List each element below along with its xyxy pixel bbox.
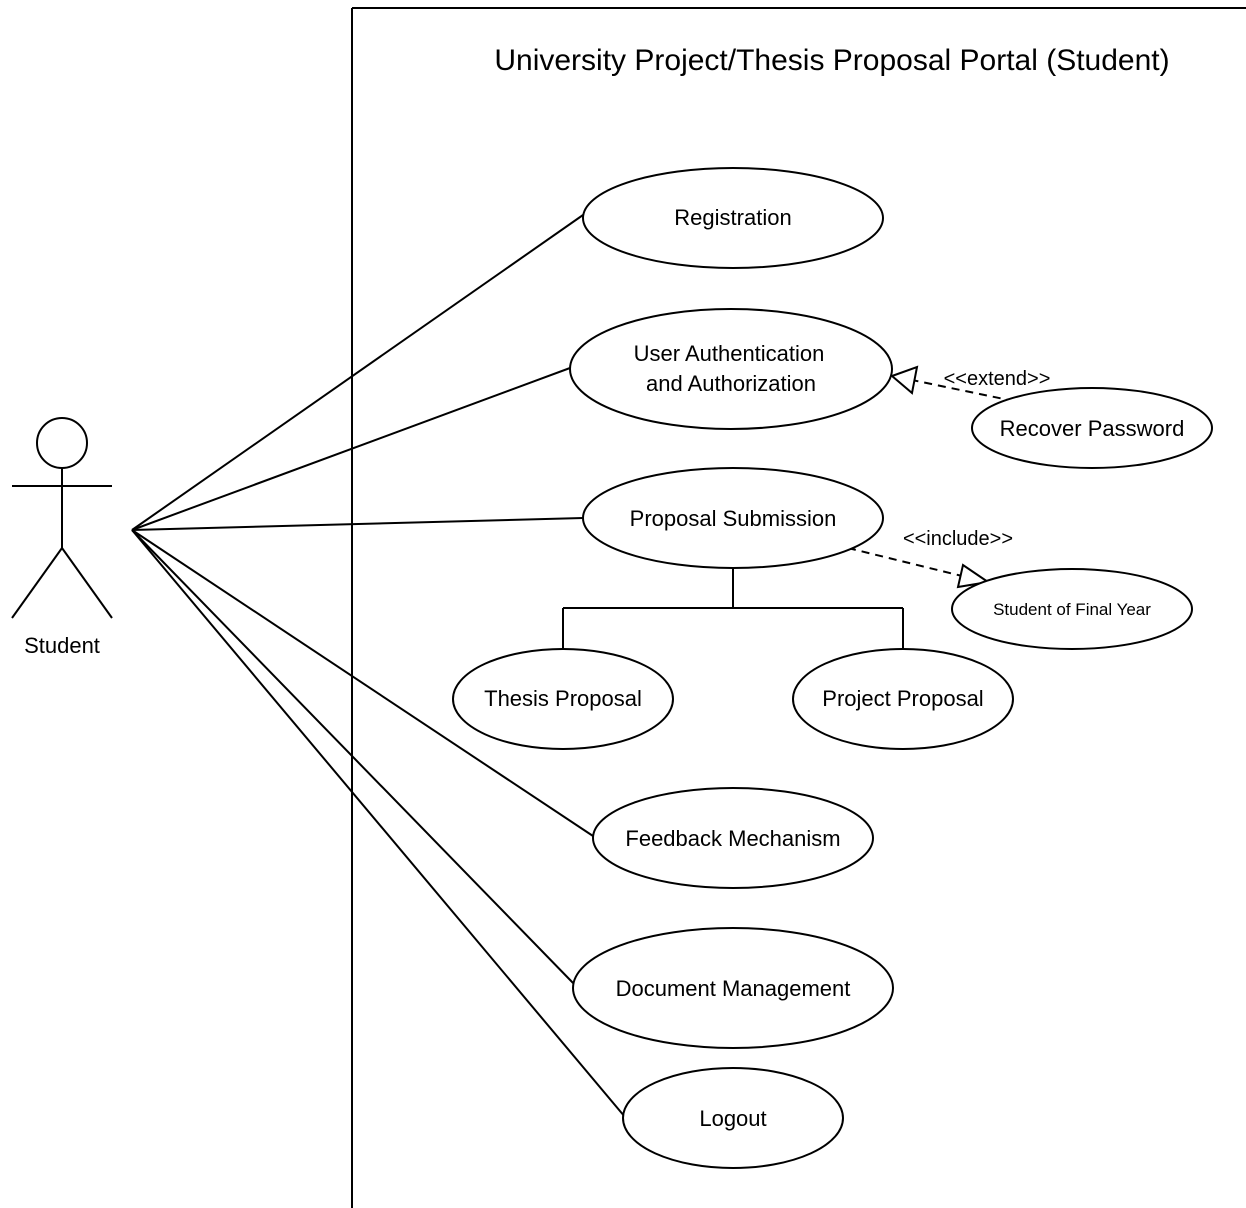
assoc-authentication — [131, 367, 571, 531]
actor-left-leg — [11, 547, 63, 619]
use-case-recover-password[interactable]: Recover Password — [971, 387, 1213, 469]
associations — [131, 214, 626, 1118]
use-case-student-final-year[interactable]: Student of Final Year — [951, 568, 1193, 650]
include-label: <<include>> — [903, 528, 1013, 550]
authentication-label-line2: and Authorization — [646, 371, 816, 396]
feedback-mechanism-label: Feedback Mechanism — [625, 826, 840, 851]
extend-label: <<extend>> — [944, 368, 1051, 390]
assoc-document-management — [131, 529, 576, 986]
use-case-proposal-submission[interactable]: Proposal Submission — [582, 467, 884, 569]
include-relation — [847, 547, 991, 589]
use-case-thesis-proposal[interactable]: Thesis Proposal — [452, 648, 674, 750]
assoc-feedback — [131, 529, 597, 839]
proposal-submission-label: Proposal Submission — [630, 506, 837, 531]
use-case-document-management[interactable]: Document Management — [572, 927, 894, 1049]
include-arrowhead — [956, 563, 991, 589]
proposal-tree-connector — [562, 568, 904, 649]
extend-arrowhead — [890, 365, 919, 395]
registration-label: Registration — [674, 205, 791, 230]
use-case-feedback-mechanism[interactable]: Feedback Mechanism — [592, 787, 874, 889]
project-proposal-label: Project Proposal — [822, 686, 983, 711]
student-actor[interactable] — [11, 417, 113, 619]
use-case-project-proposal[interactable]: Project Proposal — [792, 648, 1014, 750]
student-final-year-label: Student of Final Year — [993, 600, 1151, 619]
assoc-proposal-submission — [131, 517, 584, 531]
use-case-authentication[interactable]: User Authentication and Authorization — [569, 308, 893, 430]
actor-label: Student — [24, 633, 100, 658]
assoc-logout — [131, 529, 626, 1118]
assoc-registration — [131, 214, 584, 531]
use-case-logout[interactable]: Logout — [622, 1067, 844, 1169]
thesis-proposal-label: Thesis Proposal — [484, 686, 642, 711]
system-boundary — [351, 7, 1246, 1208]
actor-right-leg — [61, 547, 113, 619]
document-management-label: Document Management — [616, 976, 851, 1001]
authentication-label-line1: User Authentication — [634, 341, 825, 366]
logout-label: Logout — [699, 1106, 766, 1131]
recover-password-label: Recover Password — [1000, 416, 1185, 441]
actor-head — [36, 417, 88, 469]
system-title: University Project/Thesis Proposal Porta… — [494, 44, 1169, 77]
use-case-registration[interactable]: Registration — [582, 167, 884, 269]
